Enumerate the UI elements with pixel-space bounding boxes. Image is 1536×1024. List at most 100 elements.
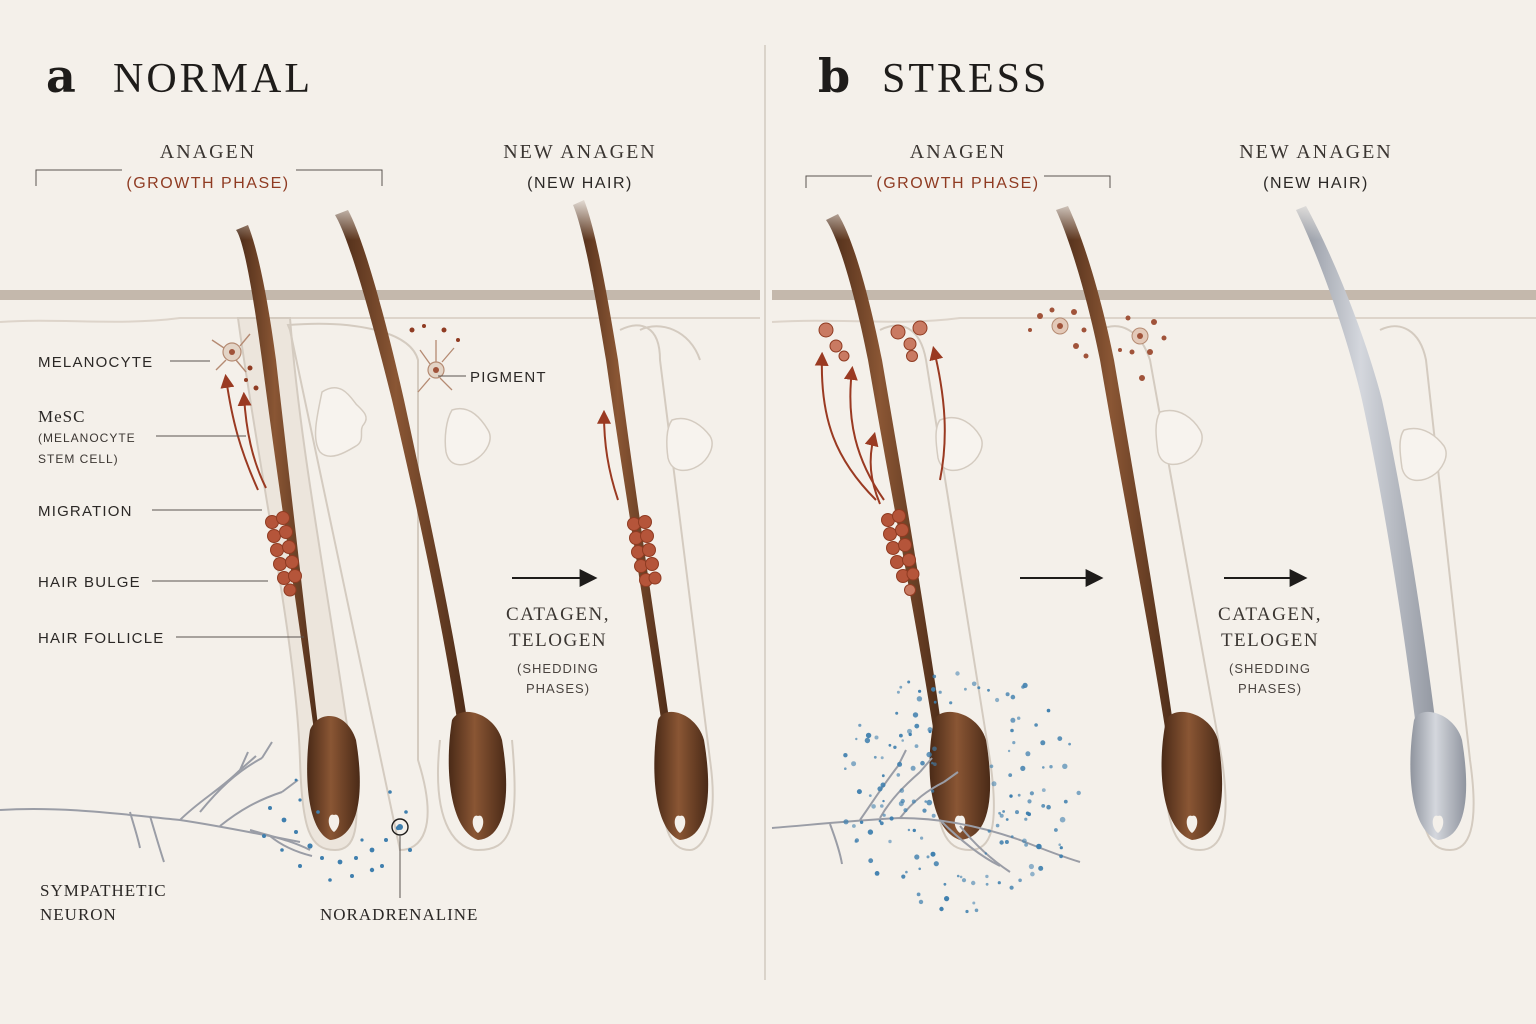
noradrenaline-dot — [918, 899, 924, 905]
noradrenaline-dot — [930, 851, 936, 857]
noradrenaline-dot — [931, 789, 935, 793]
noradrenaline-dot — [985, 874, 989, 879]
noradrenaline-dot — [874, 871, 880, 876]
noradrenaline-dot — [939, 906, 944, 912]
noradrenaline-dot — [1024, 817, 1028, 821]
noradrenaline-dot — [943, 882, 947, 886]
label-noradrenaline: NORADRENALINE — [320, 905, 478, 924]
noradrenaline-dot — [916, 892, 921, 897]
noradrenaline-dot — [914, 744, 919, 748]
noradrenaline-dot — [1012, 741, 1016, 745]
migrating-cells-b — [818, 320, 928, 362]
noradrenaline-dot — [1025, 811, 1030, 816]
noradrenaline-dot — [1015, 810, 1019, 815]
panel-a-title: NORMAL — [113, 56, 313, 102]
noradrenaline-dot — [1020, 765, 1026, 772]
noradrenaline-dot — [911, 799, 916, 804]
noradrenaline-dot — [1030, 871, 1035, 877]
noradrenaline-dot — [873, 755, 877, 759]
noradrenaline-dot — [961, 878, 967, 883]
noradrenaline-dot — [922, 808, 927, 813]
noradrenaline-dot — [910, 765, 916, 771]
skin-surface-a — [0, 290, 760, 300]
noradrenaline-dot — [865, 732, 872, 739]
hair-bulb-a3 — [654, 711, 709, 840]
panel-a-catagen: CATAGEN, — [506, 604, 610, 625]
noradrenaline-dot — [1008, 773, 1013, 777]
noradrenaline-dot — [1058, 843, 1061, 846]
noradrenaline-dot — [987, 829, 991, 833]
label-mesc: MeSC — [38, 407, 85, 426]
noradrenaline-dot — [938, 690, 942, 694]
noradrenaline-dot — [926, 799, 933, 806]
sympathetic-neuron-a — [0, 741, 313, 863]
panel-b-telogen: TELOGEN — [1221, 630, 1319, 651]
hair-bulb-b3-grey — [1410, 711, 1467, 840]
label-mesc-full-2: STEM CELL) — [38, 452, 119, 466]
noradrenaline-dot — [854, 839, 858, 843]
noradrenaline-dot — [878, 819, 882, 823]
noradrenaline-dot — [931, 687, 936, 692]
noradrenaline-dot — [965, 909, 969, 914]
noradrenaline-dot — [1054, 828, 1058, 832]
panel-b-title: STRESS — [882, 56, 1049, 102]
noradrenaline-dot — [933, 762, 937, 766]
noradrenaline-dot — [1005, 692, 1010, 697]
noradrenaline-dot — [867, 829, 874, 835]
noradrenaline-dot — [997, 881, 1001, 885]
noradrenaline-dot — [926, 855, 930, 859]
noradrenaline-dot — [881, 774, 885, 778]
pigment-scatter-b2 — [1028, 307, 1167, 381]
noradrenaline-dot — [843, 819, 849, 825]
noradrenaline-dot — [1010, 717, 1016, 723]
noradrenaline-dot — [893, 745, 897, 749]
empty-niche-b3 — [1399, 427, 1447, 482]
panel-a-new-anagen-heading: NEW ANAGEN — [503, 141, 657, 163]
noradrenaline-dot — [932, 674, 937, 679]
noradrenaline-dot — [972, 901, 976, 905]
noradrenaline-dot — [912, 828, 916, 833]
hair-bulb-b1 — [929, 711, 991, 840]
noradrenaline-dot — [855, 737, 858, 741]
noradrenaline-dot — [995, 823, 1000, 828]
noradrenaline-dot — [1017, 716, 1021, 720]
noradrenaline-highlight — [391, 818, 409, 836]
noradrenaline-dot — [880, 782, 886, 788]
noradrenaline-dot — [920, 760, 925, 766]
hair-shaft-a3 — [573, 200, 672, 740]
noradrenaline-dot — [888, 839, 892, 844]
noradrenaline-dot — [1027, 799, 1032, 804]
noradrenaline-dot — [1009, 885, 1014, 890]
panel-a-shedding-1: (SHEDDING — [517, 661, 599, 676]
noradrenaline-dots-a — [262, 778, 412, 882]
hair-shaft-b2 — [1056, 206, 1178, 760]
noradrenaline-dot — [1010, 835, 1014, 838]
noradrenaline-dot — [882, 799, 885, 803]
noradrenaline-dot — [903, 808, 908, 813]
panel-b-new-anagen-heading: NEW ANAGEN — [1239, 141, 1393, 163]
migration-arrow-b2 — [843, 365, 885, 501]
noradrenaline-dot — [856, 789, 862, 795]
noradrenaline-dot — [1021, 685, 1025, 689]
noradrenaline-dot — [971, 880, 976, 886]
noradrenaline-dots-b — [843, 671, 1081, 914]
noradrenaline-dot — [1059, 816, 1066, 823]
empty-niche-b2 — [1155, 409, 1203, 466]
noradrenaline-dot — [871, 804, 876, 809]
noradrenaline-dot — [1059, 846, 1063, 850]
noradrenaline-dot — [882, 813, 886, 817]
melanocyte-a — [211, 333, 259, 391]
panel-b-new-hair: (NEW HAIR) — [1263, 175, 1369, 192]
noradrenaline-dot — [1046, 708, 1051, 713]
migration-arrow-a3 — [597, 409, 619, 501]
noradrenaline-dot — [907, 828, 911, 832]
panel-b-letter: b — [818, 49, 850, 103]
noradrenaline-dot — [1025, 751, 1031, 757]
noradrenaline-dot — [1042, 766, 1045, 769]
panel-b-anagen-heading: ANAGEN — [910, 141, 1006, 163]
noradrenaline-dot — [1059, 854, 1063, 859]
noradrenaline-dot — [899, 788, 905, 793]
noradrenaline-dot — [1063, 799, 1068, 804]
hair-bulb-b2 — [1161, 711, 1223, 840]
noradrenaline-dot — [880, 804, 884, 808]
